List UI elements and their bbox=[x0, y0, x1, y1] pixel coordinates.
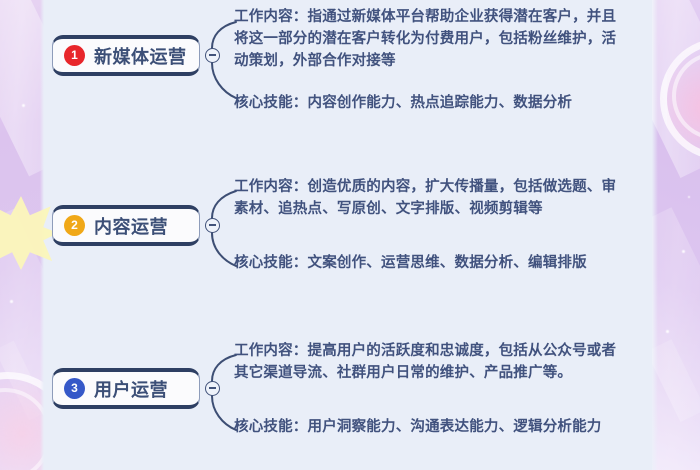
collapse-toggle-icon-3[interactable] bbox=[205, 381, 220, 396]
sparkle-decoration bbox=[682, 250, 685, 253]
mindmap-node-1[interactable]: 1 新媒体运营 bbox=[52, 35, 200, 76]
strip-sheen bbox=[0, 340, 44, 470]
leaf-work-content-2: 工作内容：创造优质的内容，扩大传播量，包括做选题、审素材、追热点、写原创、文字排… bbox=[234, 179, 617, 217]
mindmap-node-3[interactable]: 3 用户运营 bbox=[52, 368, 200, 409]
node-number-badge: 1 bbox=[64, 45, 85, 66]
node-label: 内容运营 bbox=[94, 216, 168, 237]
strip-sheen bbox=[0, 0, 44, 177]
mindmap-node-2[interactable]: 2 内容运营 bbox=[52, 205, 200, 246]
connector-curve bbox=[211, 190, 237, 219]
circle-arc-decoration bbox=[672, 52, 700, 140]
connector-curve bbox=[211, 354, 237, 382]
node-number-badge: 3 bbox=[64, 378, 85, 399]
circle-arc-decoration bbox=[0, 388, 44, 470]
sparkle-decoration bbox=[22, 104, 25, 107]
leaf-core-skill-1: 核心技能：内容创作能力、热点追踪能力、数据分析 bbox=[234, 95, 573, 111]
collapse-toggle-icon-2[interactable] bbox=[205, 218, 220, 233]
connector-curve bbox=[211, 232, 237, 267]
connector-curve bbox=[211, 62, 237, 99]
leaf-work-content-3: 工作内容：提高用户的活跃度和忠诚度，包括从公众号或者其它渠道导流、社群用户日常的… bbox=[234, 343, 617, 381]
connector-curve bbox=[211, 395, 237, 431]
node-number-badge: 2 bbox=[64, 215, 85, 236]
node-label: 用户运营 bbox=[94, 379, 168, 400]
circle-arc-decoration bbox=[0, 372, 44, 470]
connector-curve bbox=[211, 21, 237, 49]
leaf-core-skill-2: 核心技能：文案创作、运营思维、数据分析、编辑排版 bbox=[234, 255, 587, 271]
node-label: 新媒体运营 bbox=[94, 46, 187, 67]
leaf-work-content-1: 工作内容：指通过新媒体平台帮助企业获得潜在客户，并且将这一部分的潜在客户转化为付… bbox=[234, 9, 617, 69]
circle-arc-decoration bbox=[660, 38, 700, 160]
sparkle-decoration bbox=[688, 196, 690, 198]
leaf-core-skill-3: 核心技能：用户洞察能力、沟通表达能力、逻辑分析能力 bbox=[234, 419, 602, 435]
mindmap-canvas: 1 新媒体运营 工作内容：指通过新媒体平台帮助企业获得潜在客户，并且将这一部分的… bbox=[40, 0, 660, 470]
collapse-toggle-icon-1[interactable] bbox=[205, 48, 220, 63]
sparkle-decoration bbox=[10, 300, 13, 303]
sparkle-decoration bbox=[666, 330, 669, 333]
